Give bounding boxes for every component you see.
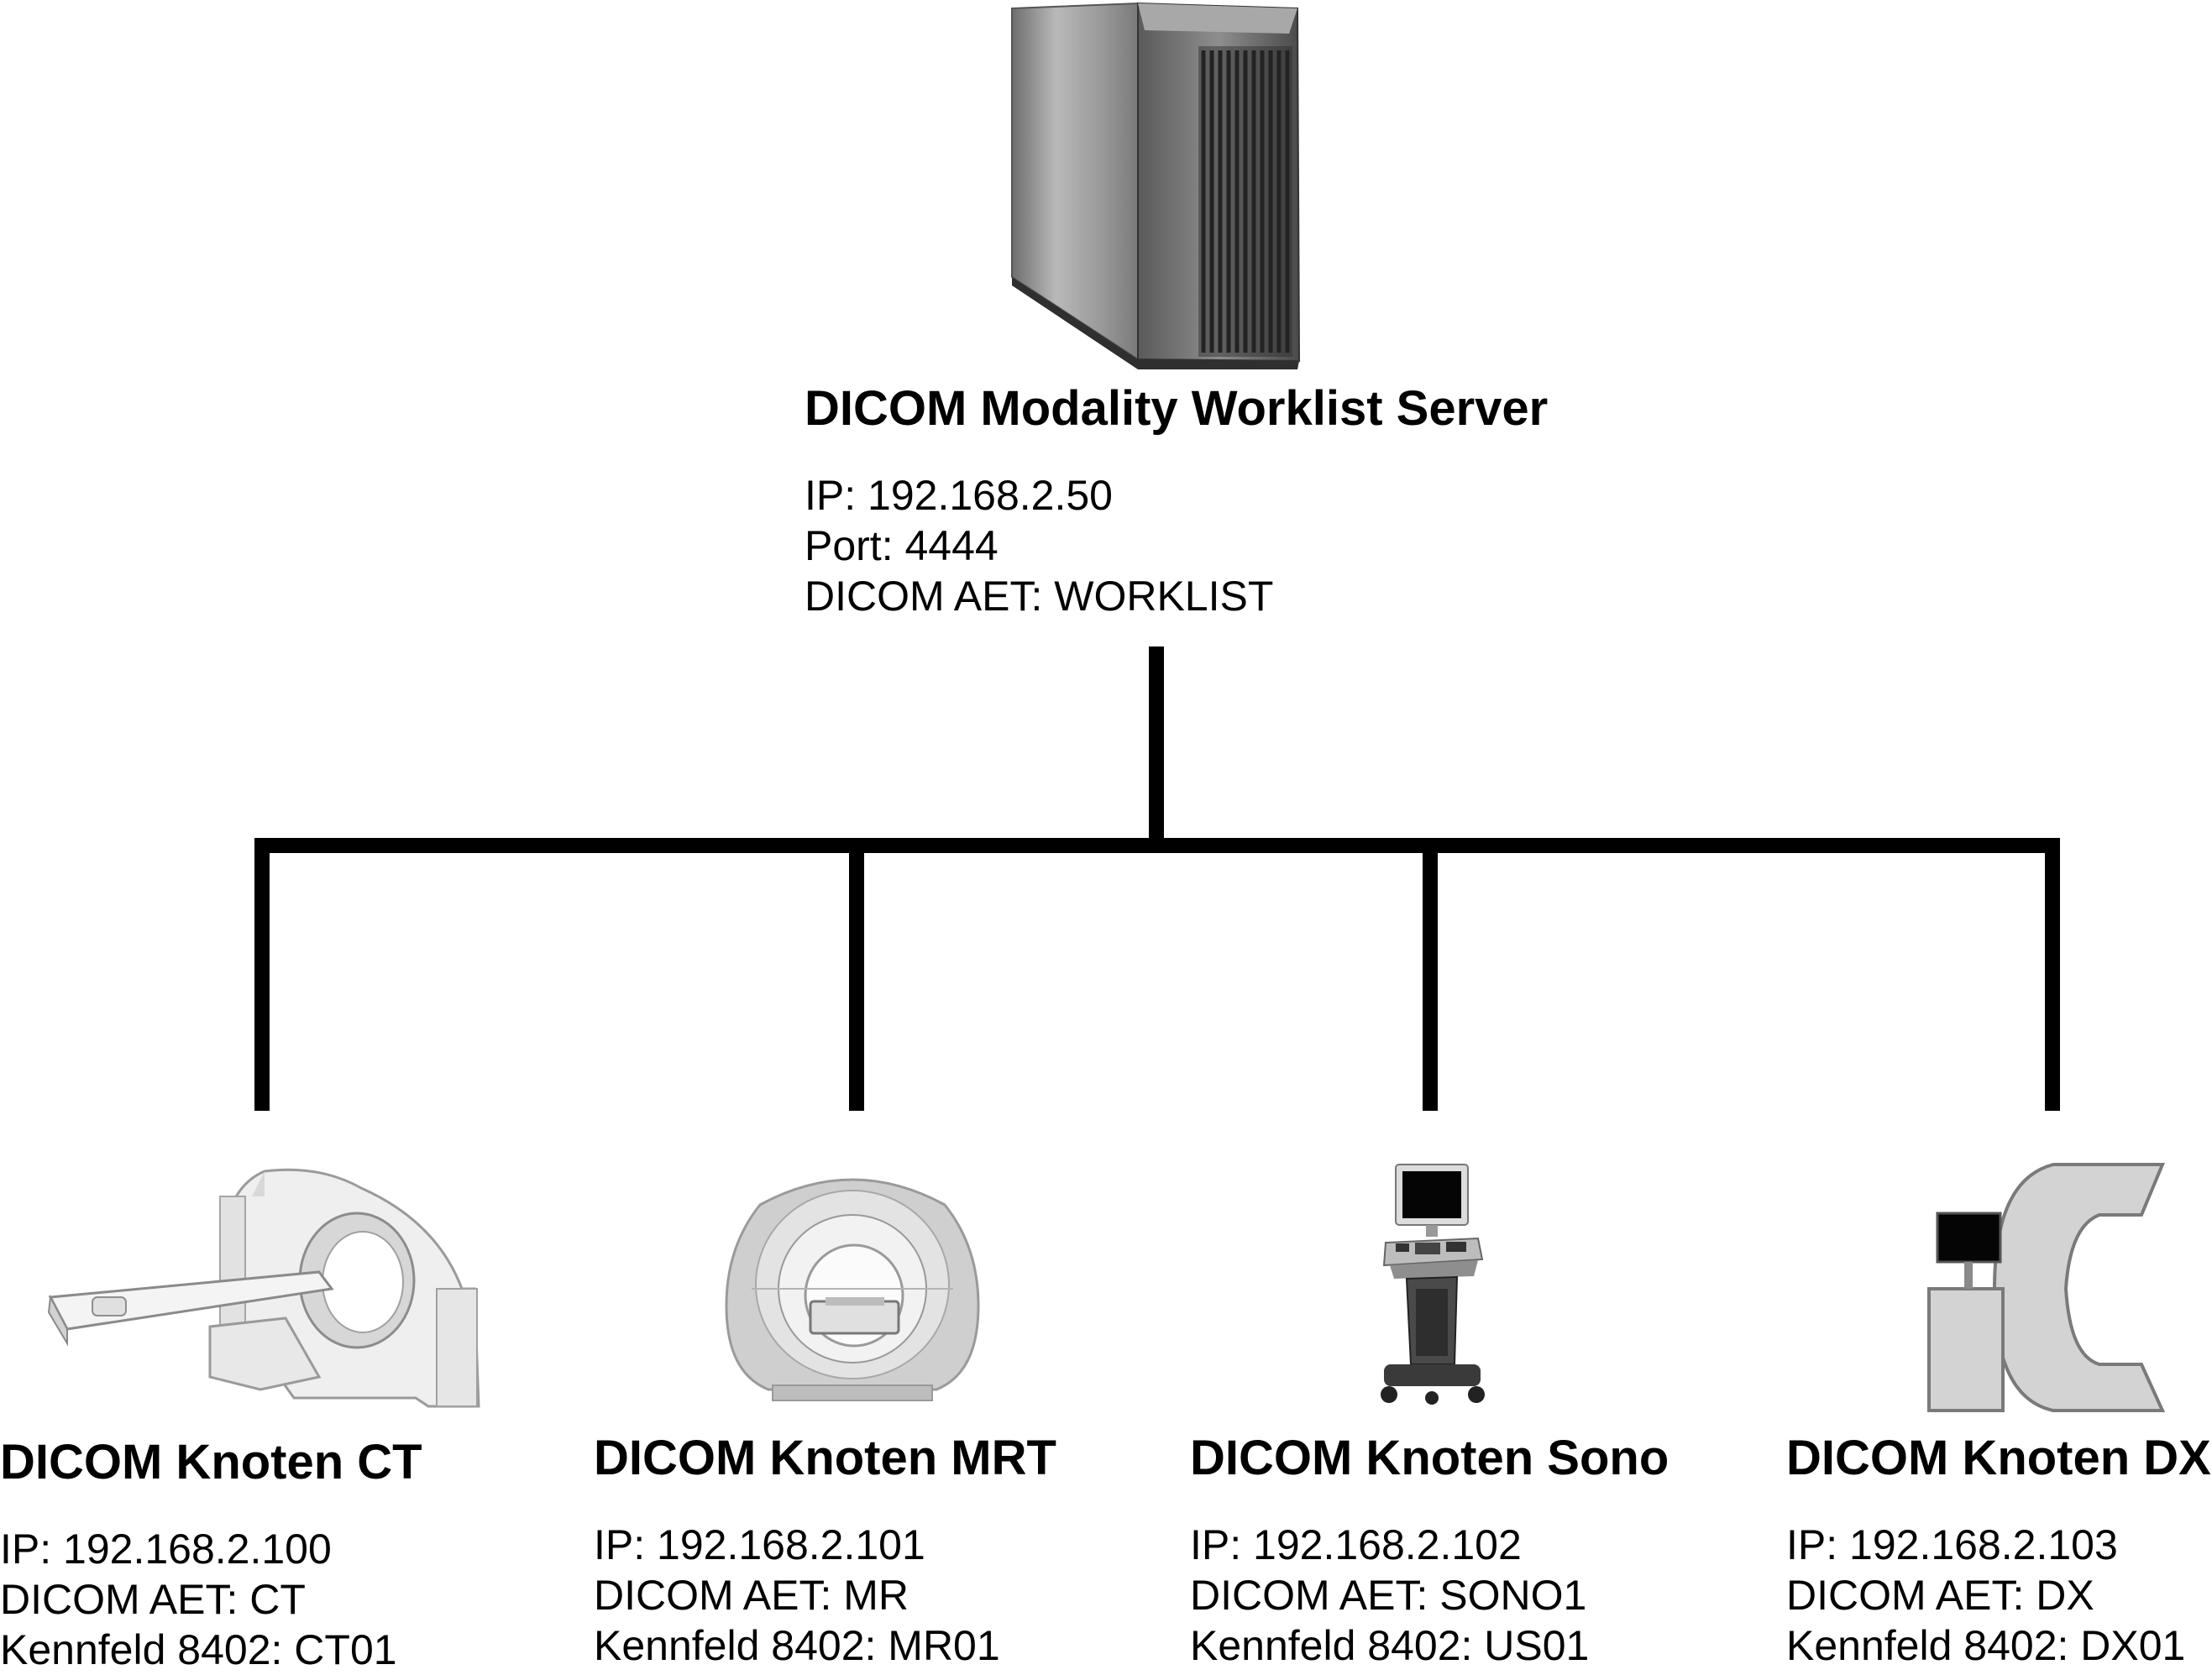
node-ct-ip: IP: 192.168.2.100 xyxy=(0,1526,332,1573)
node-mrt-aet: DICOM AET: MR xyxy=(594,1572,909,1619)
node-sono-info: IP: 192.168.2.102 DICOM AET: SONO1 Kennf… xyxy=(1190,1520,1589,1671)
node-mrt-title: DICOM Knoten MRT xyxy=(594,1431,1056,1485)
node-ct-aet: DICOM AET: CT xyxy=(0,1576,306,1623)
ct-scanner-icon xyxy=(47,1168,480,1408)
node-ct-info: IP: 192.168.2.100 DICOM AET: CT Kennfeld… xyxy=(0,1524,397,1675)
server-title: DICOM Modality Worklist Server xyxy=(805,381,1549,436)
mrt-drop-line xyxy=(849,838,864,1111)
server-port: Port: 4444 xyxy=(805,522,999,569)
node-dx-ip: IP: 192.168.2.103 xyxy=(1786,1521,2118,1568)
server-tower-icon xyxy=(1011,2,1301,369)
node-mrt-ip: IP: 192.168.2.101 xyxy=(594,1521,925,1568)
node-sono-kennfeld: Kennfeld 8402: US01 xyxy=(1190,1622,1590,1669)
node-ct-kennfeld: Kennfeld 8402: CT01 xyxy=(0,1626,397,1673)
mri-scanner-icon xyxy=(725,1178,980,1401)
ct-drop-line xyxy=(254,838,270,1111)
node-sono-title: DICOM Knoten Sono xyxy=(1190,1431,1669,1485)
node-mrt-info: IP: 192.168.2.101 DICOM AET: MR Kennfeld… xyxy=(594,1520,1000,1671)
node-dx-title: DICOM Knoten DX xyxy=(1786,1431,2211,1485)
node-sono-aet: DICOM AET: SONO1 xyxy=(1190,1572,1587,1619)
ultrasound-machine-icon xyxy=(1381,1164,1485,1405)
server-ip: IP: 192.168.2.50 xyxy=(805,472,1113,519)
network-bus-line xyxy=(254,838,2060,853)
server-info: IP: 192.168.2.50 Port: 4444 DICOM AET: W… xyxy=(805,470,1273,621)
node-dx-kennfeld: Kennfeld 8402: DX01 xyxy=(1786,1622,2186,1669)
node-sono-ip: IP: 192.168.2.102 xyxy=(1190,1521,1522,1568)
node-dx-info: IP: 192.168.2.103 DICOM AET: DX Kennfeld… xyxy=(1786,1520,2185,1671)
server-uplink-line xyxy=(1149,646,1164,838)
sono-drop-line xyxy=(1423,838,1438,1111)
node-mrt-kennfeld: Kennfeld 8402: MR01 xyxy=(594,1622,1000,1669)
dx-drop-line xyxy=(2045,838,2060,1111)
c-arm-xray-icon xyxy=(1927,1163,2166,1412)
node-dx-aet: DICOM AET: DX xyxy=(1786,1572,2094,1619)
server-aet: DICOM AET: WORKLIST xyxy=(805,573,1274,620)
node-ct-title: DICOM Knoten CT xyxy=(0,1435,422,1489)
